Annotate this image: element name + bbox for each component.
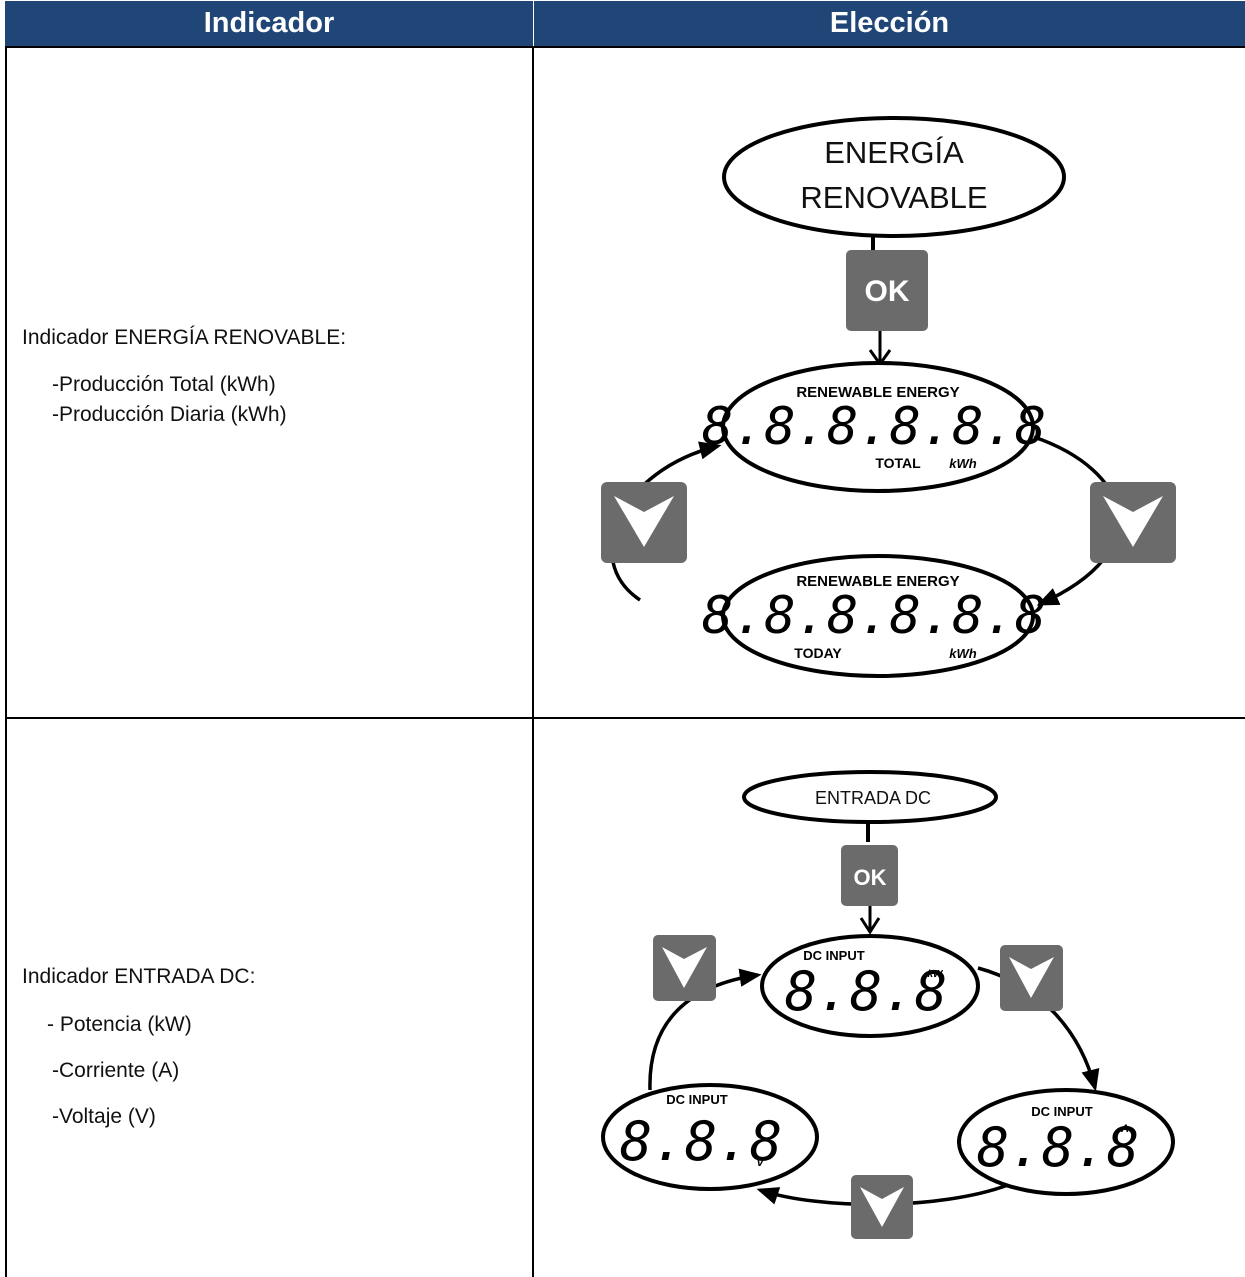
table-header-divider (5, 46, 1245, 48)
arrow-power-to-current (977, 966, 1100, 1092)
renewable-energy-diagram: ENERGÍA RENOVABLE OK RENEWABLE ENERGY 8.… (601, 116, 1176, 678)
display-today (721, 554, 1035, 678)
display-today-sub: TODAY (794, 645, 842, 661)
row-1-item-total: -Producción Total (kWh) (52, 373, 276, 396)
display-power-unit: kW (928, 969, 945, 980)
display-total-digits: 8.8.8.8.8.8 (702, 397, 1046, 457)
display-voltage-digits: 8.8.8 (620, 1110, 783, 1173)
down-arrow-button-icon[interactable] (851, 1175, 913, 1239)
display-total-unit: kWh (949, 456, 977, 471)
display-voltage (601, 1083, 819, 1191)
display-today-label: RENEWABLE ENERGY (796, 573, 959, 590)
ok-button-label: OK (854, 865, 887, 890)
row-2-title: Indicador ENTRADA DC: (22, 965, 256, 988)
ok-button-label: OK (865, 275, 910, 308)
display-power-label: DC INPUT (803, 948, 864, 963)
menu-dc-input[interactable] (742, 770, 998, 824)
header-indicador: Indicador (5, 1, 533, 46)
display-current (957, 1088, 1175, 1196)
row-1-title: Indicador ENERGÍA RENOVABLE: (22, 326, 347, 349)
down-arrow-button-icon[interactable] (1000, 945, 1063, 1011)
menu-renewable-energy[interactable] (722, 116, 1066, 238)
display-total (721, 361, 1035, 493)
display-total-sub: TOTAL (875, 455, 921, 471)
display-current-label: DC INPUT (1031, 1104, 1092, 1119)
menu-line-2: RENOVABLE (800, 180, 987, 215)
down-arrow-button-icon[interactable] (653, 935, 716, 1001)
ok-button-icon[interactable] (841, 845, 898, 906)
display-power (760, 934, 980, 1038)
row-2-item-power: - Potencia (kW) (47, 1013, 192, 1036)
table-column-divider (532, 46, 534, 1277)
display-total-label: RENEWABLE ENERGY (796, 384, 959, 401)
display-power-digits: 8.8.8 (785, 960, 948, 1023)
display-today-unit: kWh (949, 646, 977, 661)
down-arrow-button-icon[interactable] (601, 482, 687, 563)
display-current-digits: 8.8.8 (977, 1116, 1140, 1179)
down-arrow-button-icon[interactable] (1090, 482, 1176, 563)
arrow-head (859, 917, 881, 935)
arrow-voltage-to-power (648, 968, 762, 1091)
menu-line-1: ENERGÍA (824, 135, 964, 170)
row-2-item-current: -Corriente (A) (52, 1059, 180, 1082)
display-voltage-label: DC INPUT (666, 1092, 727, 1107)
table-border-left (5, 46, 7, 1277)
row-2-item-voltage: -Voltaje (V) (52, 1105, 156, 1128)
display-today-digits: 8.8.8.8.8.8 (702, 586, 1046, 646)
header-eleccion: Elección (534, 1, 1245, 46)
row-1-item-daily: -Producción Diaria (kWh) (52, 403, 287, 426)
display-current-unit: A (1120, 1123, 1129, 1135)
ok-button-icon[interactable] (846, 250, 928, 331)
display-voltage-unit: V (756, 1157, 765, 1169)
dc-input-diagram: ENTRADA DC OK DC INPUT 8.8.8 kW DC INPUT… (601, 770, 1175, 1239)
menu-dc-input-label: ENTRADA DC (815, 788, 931, 808)
table-row-divider (5, 717, 1245, 719)
